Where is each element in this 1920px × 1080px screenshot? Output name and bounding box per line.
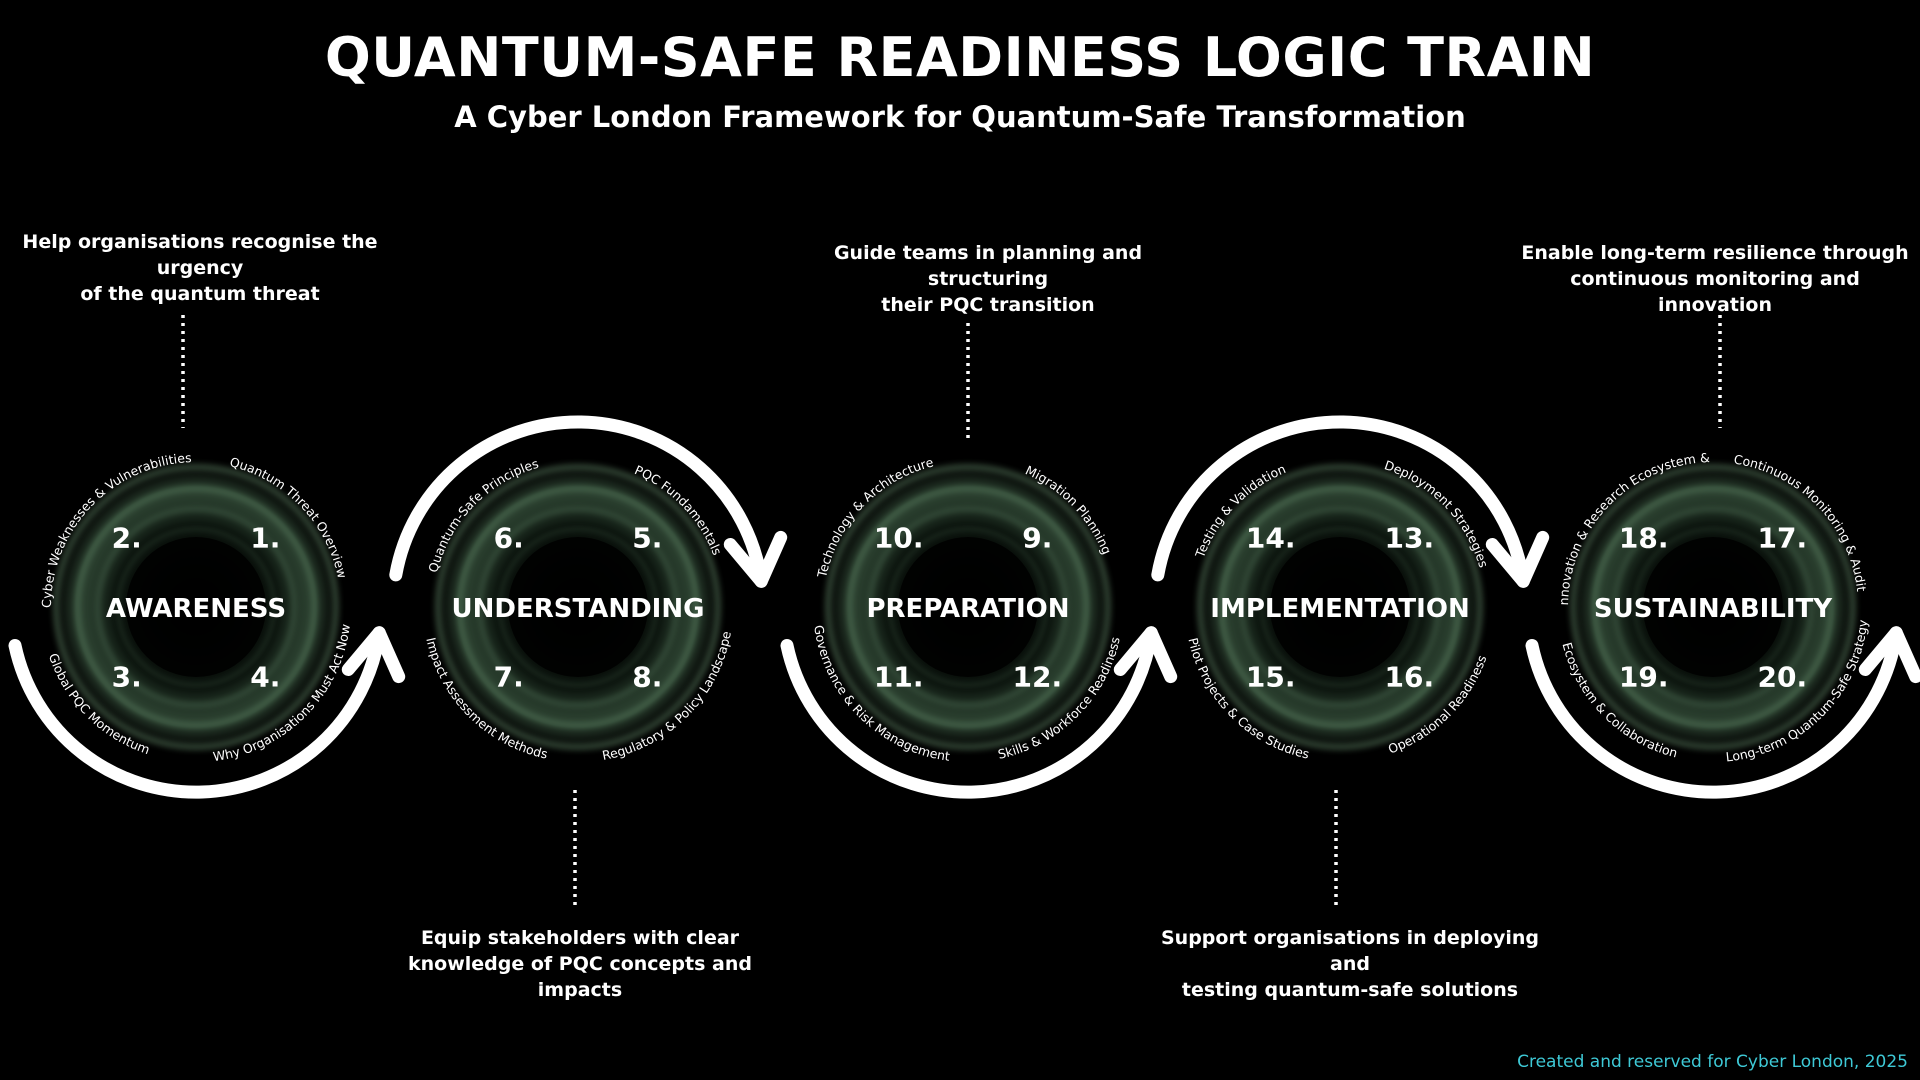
phase-description-implementation: Support organisations in deploying and t… [1150,925,1550,1003]
phase-circle [1190,457,1490,757]
description-line: Enable long-term resilience through [1521,242,1909,264]
step-number: 5. [632,522,662,555]
flow-arrow-arc [389,415,768,588]
flow-arrow-arc [8,626,386,799]
step-number: 10. [874,522,924,555]
glow-ring [435,464,721,750]
step-number: 8. [632,660,662,693]
flow-arrow-head [1113,626,1178,684]
step-number: 4. [250,660,280,693]
flow-arrow-arc [1525,626,1903,799]
glow-ring [1613,507,1813,707]
description-line: knowledge of PQC concepts and impacts [408,953,752,1001]
inner-core [508,537,648,677]
step-number: 1. [250,522,280,555]
glow-ring [888,527,1048,687]
phase-description-awareness: Help organisations recognise the urgency… [0,229,400,307]
phase-label: AWARENESS [106,594,286,624]
arrows [8,415,1920,799]
flow-arrow-head [341,626,406,684]
inner-core [1643,537,1783,677]
glow-ring [457,486,699,728]
step-number: 18. [1619,522,1669,555]
step-number: 15. [1246,660,1296,693]
flow-arrow-arc [1151,415,1530,588]
description-line: of the quantum threat [80,283,320,305]
step-number: 9. [1022,522,1052,555]
inner-core [126,537,266,677]
glow-ring [1570,464,1856,750]
step-number: 2. [112,522,142,555]
phase-circle [1563,457,1863,757]
glow-ring [116,527,276,687]
glow-ring [847,486,1089,728]
step-number: 16. [1384,660,1434,693]
description-line: continuous monitoring and innovation [1570,268,1860,316]
glow-ring [825,464,1111,750]
phase-label: IMPLEMENTATION [1210,594,1469,624]
flow-arrow-head [723,530,788,588]
phase-circle [818,457,1118,757]
glow-ring [478,507,678,707]
description-line: Guide teams in planning and structuring [833,242,1143,290]
glow-ring [96,507,296,707]
phase-circle [46,457,346,757]
phase-circle [428,457,728,757]
connector-lines [181,315,1722,905]
phase-label: UNDERSTANDING [452,594,705,624]
footer-credit: Created and reserved for Cyber London, 2… [1517,1052,1908,1072]
step-number: 7. [494,660,524,693]
description-line: Support organisations in deploying and [1161,927,1539,975]
flow-arrow-head [1858,626,1920,684]
phase-label: SUSTAINABILITY [1594,594,1833,624]
glow-ring [1240,507,1440,707]
phase-description-sustainability: Enable long-term resilience through cont… [1515,240,1915,318]
inner-core [1270,537,1410,677]
glow-ring [1260,527,1420,687]
phase-circles [46,457,1863,757]
description-line: Help organisations recognise the urgency [22,231,378,279]
phase-label: PREPARATION [866,594,1069,624]
page-title: QUANTUM-SAFE READINESS LOGIC TRAIN [324,26,1596,89]
description-line: their PQC transition [881,294,1095,316]
glow-ring [498,527,658,687]
description-line: Equip stakeholders with clear [420,927,740,949]
glow-ring [1197,464,1483,750]
flow-arrow-head [1485,530,1550,588]
step-number: 14. [1246,522,1296,555]
glow-ring [1633,527,1793,687]
step-number: 12. [1012,660,1062,693]
description-line: testing quantum-safe solutions [1181,979,1519,1001]
step-number: 11. [874,660,924,693]
page-subtitle: A Cyber London Framework for Quantum-Saf… [454,100,1466,134]
glow-ring [53,464,339,750]
glow-ring [75,486,317,728]
glow-ring [868,507,1068,707]
step-number: 13. [1384,522,1434,555]
step-number: 17. [1757,522,1807,555]
glow-ring [1219,486,1461,728]
step-number: 6. [494,522,524,555]
phase-description-preparation: Guide teams in planning and structuring … [788,240,1188,318]
inner-core [898,537,1038,677]
flow-arrow-arc [780,626,1158,799]
step-number: 19. [1619,660,1669,693]
step-number: 20. [1757,660,1807,693]
phase-description-understanding: Equip stakeholders with clear knowledge … [380,925,780,1003]
glow-ring [1592,486,1834,728]
step-number: 3. [112,660,142,693]
